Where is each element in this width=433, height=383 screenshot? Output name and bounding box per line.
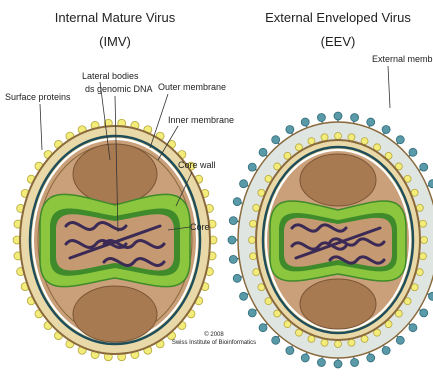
eev-lateral-body-bottom <box>300 279 376 329</box>
eev-title: External Enveloped Virus <box>265 10 411 25</box>
envelope-protein <box>301 354 309 362</box>
envelope-protein <box>420 309 428 317</box>
envelope-protein <box>272 136 280 144</box>
envelope-protein <box>229 255 237 263</box>
surface-protein <box>421 237 428 244</box>
label-lateral-bodies: Lateral bodies <box>82 71 139 81</box>
envelope-protein <box>334 360 342 368</box>
surface-protein <box>419 220 426 227</box>
envelope-protein <box>286 346 294 354</box>
envelope-protein <box>367 118 375 126</box>
label-core: Core <box>190 222 210 232</box>
envelope-protein <box>240 292 248 300</box>
envelope-protein <box>396 136 404 144</box>
envelope-protein <box>286 126 294 134</box>
surface-protein <box>348 134 355 141</box>
surface-protein <box>250 220 257 227</box>
envelope-protein <box>301 118 309 126</box>
envelope-protein <box>229 217 237 225</box>
envelope-protein <box>259 324 267 332</box>
eev-subtitle: (EEV) <box>321 34 356 49</box>
envelope-protein <box>248 163 256 171</box>
surface-protein <box>348 339 355 346</box>
eev-lateral-body-top <box>300 154 376 206</box>
surface-protein <box>335 133 342 140</box>
envelope-protein <box>428 180 433 188</box>
surface-protein <box>419 253 426 260</box>
envelope-protein <box>248 309 256 317</box>
imv-lateral-body-bottom <box>73 286 157 342</box>
surface-protein <box>249 237 256 244</box>
envelope-protein <box>351 114 359 122</box>
eev-particle <box>228 112 433 368</box>
label-ds-genomic-dna: ds genomic DNA <box>85 84 153 94</box>
leader-external-membrane <box>388 66 390 108</box>
label-inner-membrane: Inner membrane <box>168 115 234 125</box>
envelope-protein <box>233 198 241 206</box>
surface-protein <box>335 341 342 348</box>
envelope-protein <box>272 336 280 344</box>
label-outer-membrane: Outer membrane <box>158 82 226 92</box>
envelope-protein <box>420 163 428 171</box>
label-surface-proteins: Surface proteins <box>5 92 71 102</box>
envelope-protein <box>428 292 433 300</box>
envelope-protein <box>367 354 375 362</box>
credit-org: Swiss Institute of Bioinformatics <box>172 340 256 346</box>
surface-protein <box>321 339 328 346</box>
envelope-protein <box>334 112 342 120</box>
envelope-protein <box>409 324 417 332</box>
leader-surface-proteins <box>40 104 42 150</box>
envelope-protein <box>233 274 241 282</box>
surface-protein <box>250 253 257 260</box>
imv-particle <box>13 119 217 360</box>
envelope-protein <box>228 236 236 244</box>
envelope-protein <box>317 114 325 122</box>
label-external-membrane: External membran <box>372 54 433 64</box>
envelope-protein <box>382 126 390 134</box>
envelope-protein <box>240 180 248 188</box>
envelope-protein <box>409 148 417 156</box>
envelope-protein <box>317 358 325 366</box>
envelope-protein <box>382 346 390 354</box>
imv-lateral-body-top <box>73 144 157 204</box>
credit-year: © 2008 <box>204 331 224 338</box>
label-core-wall: Core wall <box>178 160 216 170</box>
envelope-protein <box>351 358 359 366</box>
envelope-protein <box>396 336 404 344</box>
envelope-protein <box>259 148 267 156</box>
imv-title: Internal Mature Virus <box>55 10 176 25</box>
imv-subtitle: (IMV) <box>99 34 131 49</box>
surface-protein <box>321 134 328 141</box>
